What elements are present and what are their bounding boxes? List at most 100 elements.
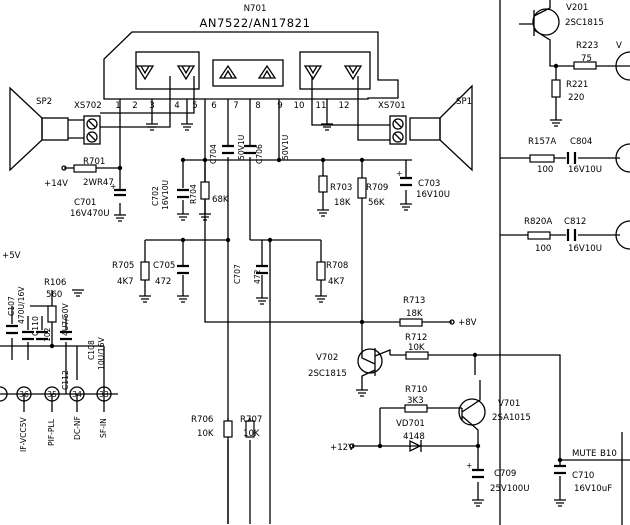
resistor-r820a: R820A 100 bbox=[524, 217, 552, 254]
c701-val: 16V470U bbox=[70, 209, 110, 219]
c107-ref: C107 bbox=[7, 296, 16, 316]
c709-ref: C709 bbox=[494, 469, 516, 479]
r708-val: 4K7 bbox=[328, 277, 345, 287]
c701-ref: C701 bbox=[74, 198, 96, 208]
resistor-r157a: R157A 100 bbox=[528, 137, 556, 175]
v702-val: 2SC1815 bbox=[308, 369, 347, 379]
resistor-r705: R705 4K7 bbox=[112, 261, 150, 287]
capacitor-c710: C710 16V10uF MUTE B10 bbox=[554, 432, 623, 525]
r223-val: 75 bbox=[581, 54, 592, 64]
r701-ref: R701 bbox=[83, 157, 105, 167]
r221-ref: R221 bbox=[566, 80, 588, 90]
c108-ref: C108 bbox=[87, 340, 96, 360]
amp-box-right bbox=[299, 51, 371, 90]
resistor-r221: R221 220 bbox=[551, 79, 588, 103]
r703-val: 18K bbox=[334, 198, 351, 208]
r709-val: 56K bbox=[368, 198, 385, 208]
c706-ref: C706 bbox=[255, 144, 264, 164]
r712-ref: R712 bbox=[405, 333, 427, 343]
capacitor-c705: C705 472 bbox=[153, 261, 189, 287]
c107-val: 470U/16V bbox=[17, 286, 26, 324]
ground-symbols bbox=[72, 119, 566, 507]
c710-ref: C710 bbox=[572, 471, 594, 481]
speaker-sp1-label: SP1 bbox=[456, 97, 472, 107]
c702-ref: C702 bbox=[151, 186, 160, 206]
ic-part: AN7522/AN17821 bbox=[199, 16, 310, 30]
r157a-val: 100 bbox=[537, 165, 553, 175]
c703-val: 16V10U bbox=[416, 190, 450, 200]
speaker-sp1: SP1 bbox=[409, 84, 473, 172]
diode-vd701: VD701 4148 +12V bbox=[330, 419, 425, 453]
resistor-r703: R703 18K bbox=[318, 175, 352, 208]
r820a-ref: R820A bbox=[524, 217, 552, 227]
capacitor-c707: C707 472 bbox=[233, 264, 268, 284]
vd701-ref: VD701 bbox=[396, 419, 425, 429]
ic-pin-12: 12 bbox=[339, 101, 350, 111]
v702-ref: V702 bbox=[316, 353, 338, 363]
r703-ref: R703 bbox=[330, 183, 352, 193]
r106-ref: R106 bbox=[44, 278, 66, 288]
r704-ref: R704 bbox=[189, 184, 198, 204]
mute-label: MUTE bbox=[572, 449, 596, 459]
capacitor-c702: C702 16V10U bbox=[151, 180, 189, 210]
capacitor-c706: C706 50V1U bbox=[244, 135, 290, 164]
c705-val: 472 bbox=[155, 277, 171, 287]
c702-val: 16V10U bbox=[161, 180, 170, 210]
ic-body bbox=[103, 31, 399, 100]
junction-dots bbox=[49, 63, 563, 463]
mute-ref: B10 bbox=[600, 449, 617, 459]
supply-5v: +5V bbox=[2, 251, 21, 261]
c108-val: 10U/16V bbox=[97, 337, 106, 370]
capacitor-c812: C812 16V10U bbox=[564, 217, 602, 254]
amp-box-left bbox=[135, 51, 200, 90]
transistor-v701: V701 2SA1015 bbox=[458, 398, 531, 426]
c112-ref: C112 bbox=[61, 370, 70, 390]
capacitor-c704: C704 50V1U bbox=[209, 135, 246, 164]
pin-34-name: DC-NF bbox=[73, 416, 82, 440]
r707-val: 10K bbox=[243, 429, 260, 439]
pin-35-name: PIF-PLL bbox=[47, 418, 56, 446]
r701-val: 2WR47 bbox=[83, 178, 114, 188]
transistor-v201: V201 2SC1815 bbox=[532, 3, 604, 36]
c707-ref: C707 bbox=[233, 264, 242, 284]
c704-val: 50V1U bbox=[237, 135, 246, 160]
r706-val: 10K bbox=[197, 429, 214, 439]
connector-xs701-label: XS701 bbox=[378, 101, 406, 111]
pin-33-num: 33 bbox=[99, 390, 109, 399]
r707-ref: R707 bbox=[240, 415, 262, 425]
connector-xs701: XS701 bbox=[378, 101, 407, 145]
r704-val: 68K bbox=[212, 195, 229, 205]
pin-36-num: 36 bbox=[19, 390, 29, 399]
v201-ref: V201 bbox=[566, 3, 588, 13]
r705-val: 4K7 bbox=[117, 277, 134, 287]
r710-val: 3K3 bbox=[407, 396, 424, 406]
ic-pin-6: 6 bbox=[211, 101, 216, 111]
c804-ref: C804 bbox=[570, 137, 592, 147]
r712-val: 10K bbox=[408, 343, 425, 353]
c112-val: 4U7/50V bbox=[61, 303, 70, 336]
speaker-sp2: SP2 bbox=[9, 86, 84, 172]
amp-triangles bbox=[135, 64, 363, 81]
v201-val: 2SC1815 bbox=[565, 18, 604, 28]
c705-ref: C705 bbox=[153, 261, 175, 271]
resistor-r713: R713 18K +8V bbox=[399, 296, 477, 328]
ic-pin-10: 10 bbox=[294, 101, 305, 111]
supply-12v: +12V bbox=[330, 443, 354, 453]
c704-ref: C704 bbox=[209, 144, 218, 164]
supply-14v: +14V bbox=[44, 179, 68, 189]
connector-xs702: XS702 bbox=[74, 101, 102, 145]
capacitor-c804: C804 16V10U bbox=[566, 137, 602, 175]
ic-pin-7: 7 bbox=[233, 101, 238, 111]
vd701-val: 4148 bbox=[403, 432, 425, 442]
r820a-val: 100 bbox=[535, 244, 551, 254]
svg-text:+: + bbox=[110, 182, 116, 191]
c812-ref: C812 bbox=[564, 217, 586, 227]
svg-text:+: + bbox=[466, 461, 472, 470]
r709-ref: R709 bbox=[366, 183, 388, 193]
amp-box-center bbox=[212, 59, 284, 87]
resistor-r708: R708 4K7 bbox=[316, 261, 348, 287]
c110-val: 102 bbox=[43, 327, 52, 342]
pin-36-name: IF-VCC5V bbox=[19, 416, 28, 452]
resistor-r701: R701 2WR47 +14V bbox=[44, 157, 114, 189]
